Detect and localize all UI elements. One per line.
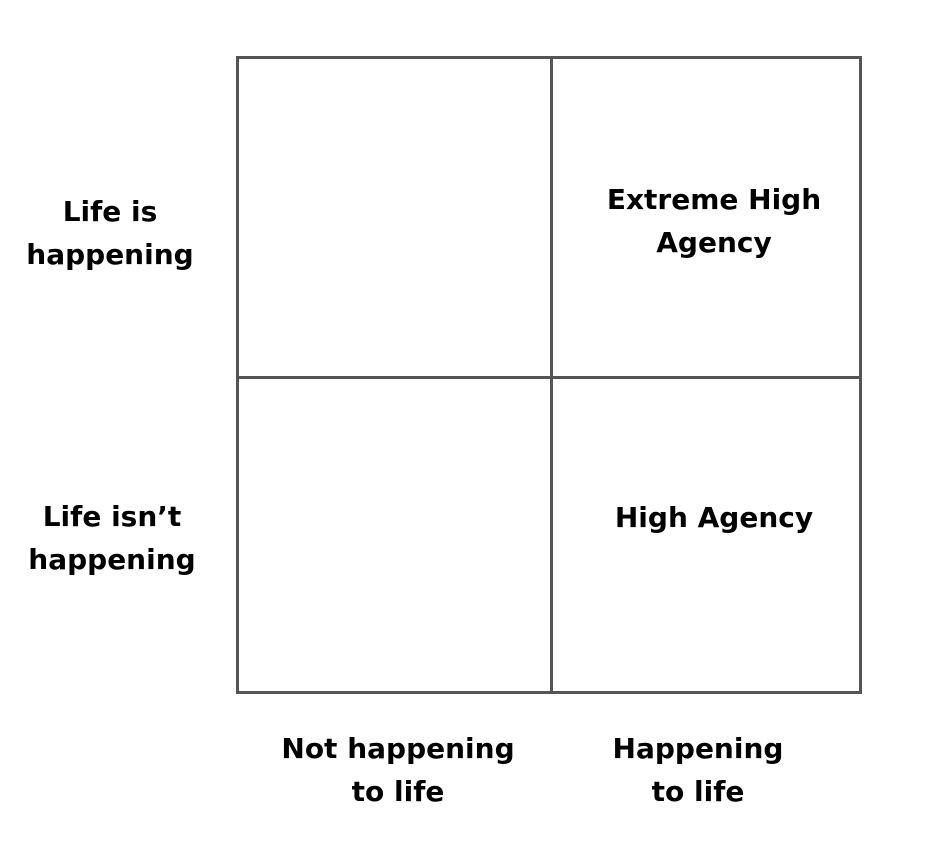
quadrant-grid [236,56,862,694]
row-label-life-isnt-happening: Life isn’t happening [28,500,196,576]
horizontal-divider [239,376,859,379]
column-label-not-happening-to-life: Not happening to life [281,732,515,808]
vertical-divider [550,59,553,691]
quadrant-label-top-right: Extreme High Agency [606,183,822,259]
quadrant-label-bottom-right: High Agency [614,501,814,534]
row-label-life-is-happening: Life is happening [26,195,194,271]
column-label-happening-to-life: Happening to life [612,732,784,808]
